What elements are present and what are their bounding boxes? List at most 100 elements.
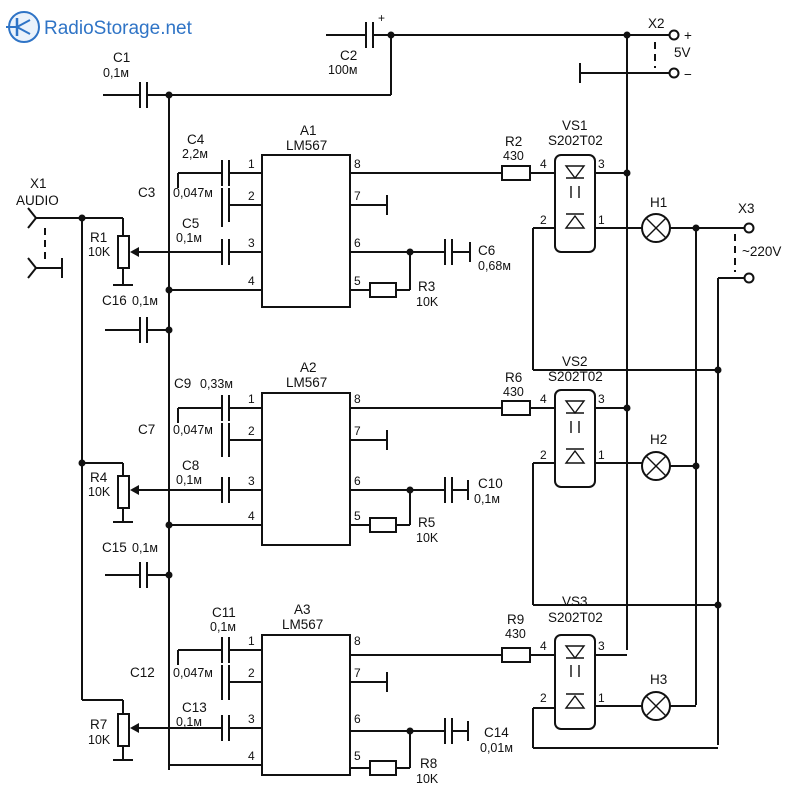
vs1-ref: VS1 [562,118,588,133]
x3-ref: X3 [738,201,755,216]
brand-name: RadioStorage.net [44,18,193,39]
c14-value: 0,01м [480,741,513,755]
c6-ref: C6 [478,243,495,258]
r7-potentiometer [117,713,130,747]
pin-number: 7 [354,666,361,680]
r4-value: 10K [88,485,111,499]
r3-value: 10K [416,295,439,309]
r7-ref: R7 [90,717,107,732]
c11-value: 0,1м [210,620,236,634]
vs3-part: S202T02 [548,610,603,625]
c12-value: 0,047м [173,666,213,680]
c6-value: 0,68м [478,259,511,273]
pin-number: 1 [598,691,605,705]
pin-number: 3 [598,639,605,653]
pin-number: 7 [354,424,361,438]
r1-ref: R1 [90,230,107,245]
r6-value: 430 [503,385,524,399]
c15-ref: C15 [102,540,127,555]
supply-voltage: 5V [674,45,691,60]
pin-number: 3 [248,236,255,250]
c8-value: 0,1м [176,473,202,487]
pin-number: 2 [540,213,547,227]
vs2-part: S202T02 [548,369,603,384]
a2-part: LM567 [286,375,327,390]
c12-ref: C12 [130,665,155,680]
pin-number: 7 [354,189,361,203]
chip-a3 [261,634,351,776]
c2-plus-mark: + [378,11,385,25]
pin-number: 4 [540,392,547,406]
c10-ref: C10 [478,476,503,491]
bypass-c16: C16 0,1м [102,293,173,343]
channel-1: R1 10K A1 LM567 C4 2,2м C3 0,047м C5 0,1… [88,118,745,371]
audio-input: X1 AUDIO [16,176,123,701]
x2-plus-terminal [668,29,680,41]
pin-number: 1 [248,392,255,406]
mains-terminal: X3 ~220V [695,201,781,745]
triac-vs3 [554,634,596,730]
a3-part: LM567 [282,617,323,632]
c15-value: 0,1м [132,541,158,555]
pin-number: 2 [540,448,547,462]
r6-resistor [501,400,531,416]
c13-ref: C13 [182,700,207,715]
triac-vs2 [554,389,596,488]
logo-mark-icon [6,11,40,43]
power-section: + C2 100м C1 0,1м X2 + − 5V [103,11,692,108]
r4-potentiometer [117,475,130,509]
a2-ref: A2 [300,360,317,375]
pin-number: 6 [354,712,361,726]
pin-number: 1 [248,157,255,171]
c4-ref: C4 [187,132,205,147]
c9-value: 0,33м [200,377,233,391]
pin-number: 1 [598,448,605,462]
bypass-c15: C15 0,1м [102,540,173,588]
r8-resistor [369,760,397,776]
x3-bottom-terminal [743,272,755,284]
c16-value: 0,1м [132,294,158,308]
pin-number: 2 [540,691,547,705]
pin-number: 3 [248,712,255,726]
r1-value: 10K [88,245,111,259]
pin-number: 1 [248,634,255,648]
x2-minus-label: − [684,67,692,82]
r9-resistor [501,647,531,663]
c7-value: 0,047м [173,423,213,437]
r2-value: 430 [503,149,524,163]
vs3-ref: VS3 [562,594,588,609]
h3-ref: H3 [650,672,667,687]
vs2-ref: VS2 [562,354,588,369]
pin-number: 5 [354,509,361,523]
c9-ref: C9 [174,376,191,391]
pin-number: 3 [248,474,255,488]
pin-number: 2 [248,666,255,680]
pin-number: 6 [354,236,361,250]
c3-ref: C3 [138,185,155,200]
x1-name: AUDIO [16,193,59,208]
c2-value: 100м [328,63,357,77]
pin-number: 4 [248,749,255,763]
a1-part: LM567 [286,138,327,153]
c8-ref: C8 [182,458,199,473]
x2-ref: X2 [648,16,665,31]
x2-minus-terminal [668,67,680,79]
c7-ref: C7 [138,422,155,437]
r7-value: 10K [88,733,111,747]
pin-number: 6 [354,474,361,488]
channel-3: R7 10K A3 LM567 C11 0,1м C12 0,047м C13 … [88,594,718,786]
c5-ref: C5 [182,216,199,231]
r5-resistor [369,517,397,533]
channel-2: R4 10K A2 LM567 C9 0,33м C7 0,047м C8 0,… [88,354,722,609]
pin-number: 4 [540,639,547,653]
c5-value: 0,1м [176,231,202,245]
r3-ref: R3 [418,279,435,294]
c4-value: 2,2м [182,147,208,161]
chip-a2 [261,392,351,546]
x2-plus-label: + [684,28,692,43]
r5-value: 10K [416,531,439,545]
c2-ref: C2 [340,48,357,63]
pin-number: 2 [248,189,255,203]
a1-ref: A1 [300,123,317,138]
